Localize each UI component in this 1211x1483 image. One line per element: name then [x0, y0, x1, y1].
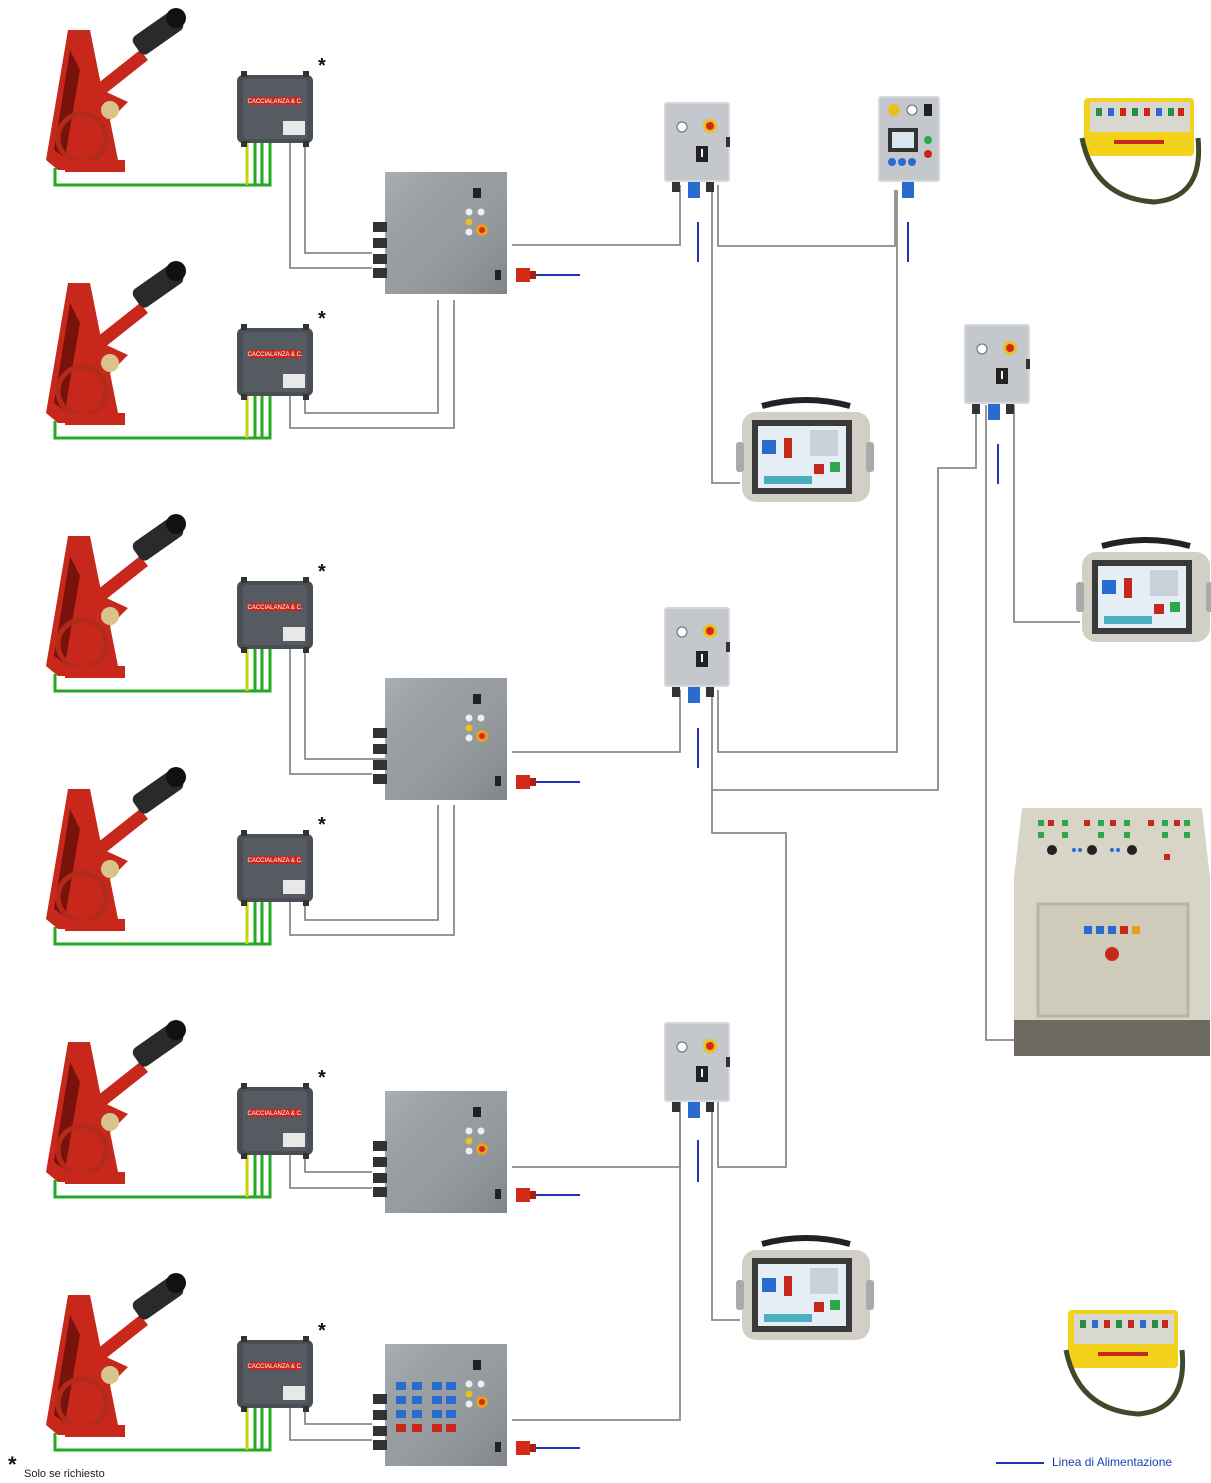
optional-marker: * — [318, 1320, 326, 1342]
control-cabinet-1 — [373, 172, 507, 294]
optional-marker: * — [318, 55, 326, 77]
optional-marker: * — [318, 561, 326, 583]
jbox-brand-label: CACCIALANZA & C. — [247, 352, 302, 358]
master-console — [1014, 808, 1210, 1056]
fire-monitor-5 — [46, 1020, 186, 1184]
selector-box-4 — [964, 324, 1030, 420]
jbox-brand-label: CACCIALANZA & C. — [247, 1364, 302, 1370]
optional-marker: * — [318, 814, 326, 836]
fire-monitor-6 — [46, 1273, 186, 1437]
fire-monitor-2 — [46, 261, 186, 425]
touch-tablet-1 — [736, 400, 874, 502]
radio-pendant-2 — [1066, 1310, 1183, 1414]
junction-box-5 — [237, 1083, 313, 1159]
jbox-brand-label: CACCIALANZA & C. — [247, 99, 302, 105]
note-marker: * — [8, 1452, 17, 1478]
selector-box-2 — [664, 607, 730, 703]
jbox-brand-label: CACCIALANZA & C. — [247, 605, 302, 611]
power-plugs — [516, 268, 536, 1455]
jbox-brand-label: CACCIALANZA & C. — [247, 1111, 302, 1117]
fire-monitor-4 — [46, 767, 186, 931]
selector-boxes — [664, 102, 1030, 1118]
radio-pendant-1 — [1082, 98, 1199, 202]
control-cabinet-3 — [373, 1091, 507, 1213]
fire-monitor-3 — [46, 514, 186, 678]
fire-monitor-1 — [46, 8, 186, 172]
fire-monitors — [46, 8, 186, 1437]
junction-box-6 — [237, 1336, 313, 1412]
junction-boxes — [237, 71, 313, 1412]
footnote-text: Solo se richiesto — [24, 1468, 105, 1480]
junction-box-4 — [237, 830, 313, 906]
control-cabinet-2 — [373, 678, 507, 800]
touch-tablet-3 — [736, 1238, 874, 1340]
optional-markers: * * * * * * — [318, 55, 326, 1342]
junction-box-2 — [237, 324, 313, 400]
control-cabinet-4 — [373, 1344, 507, 1466]
selector-box-3 — [664, 1022, 730, 1118]
control-cabinets — [373, 172, 507, 1466]
selector-box-1 — [664, 102, 730, 198]
optional-marker: * — [318, 1067, 326, 1089]
optional-marker: * — [318, 308, 326, 330]
junction-box-3 — [237, 577, 313, 653]
jbox-brand-label: CACCIALANZA & C. — [247, 858, 302, 864]
touch-tablet-2 — [1076, 540, 1211, 642]
legend-label: Linea di Alimentazione — [1052, 1455, 1172, 1469]
radio-pendants — [1066, 98, 1199, 1414]
junction-box-1 — [237, 71, 313, 147]
operator-panel — [878, 96, 940, 198]
